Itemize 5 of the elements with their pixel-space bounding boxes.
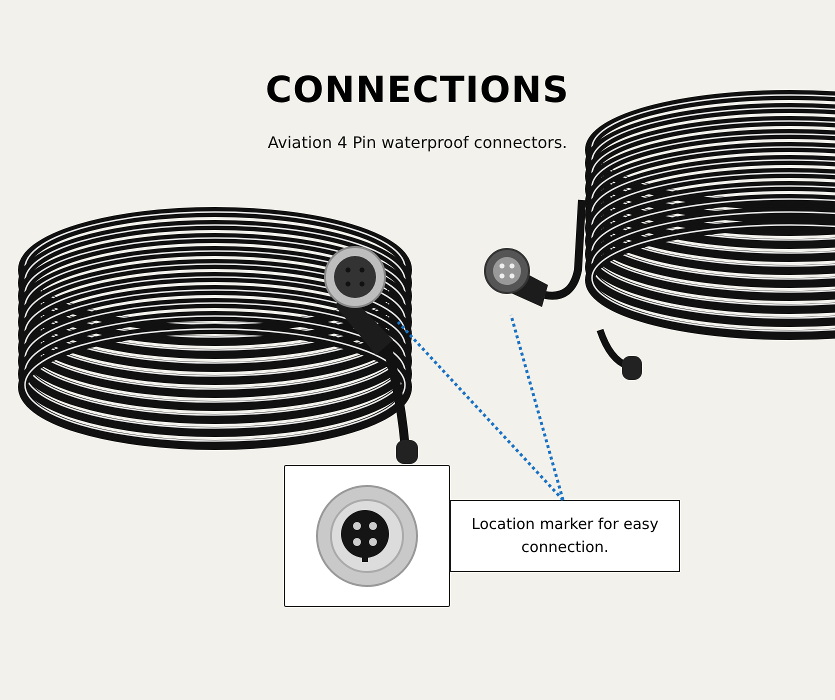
callout-box: Location marker for easy connection. [450,500,680,572]
subtitle: Aviation 4 Pin waterproof connectors. [266,133,568,152]
title: CONNECTIONS [264,70,570,111]
inset-box [284,465,450,607]
leader-line [510,314,564,500]
